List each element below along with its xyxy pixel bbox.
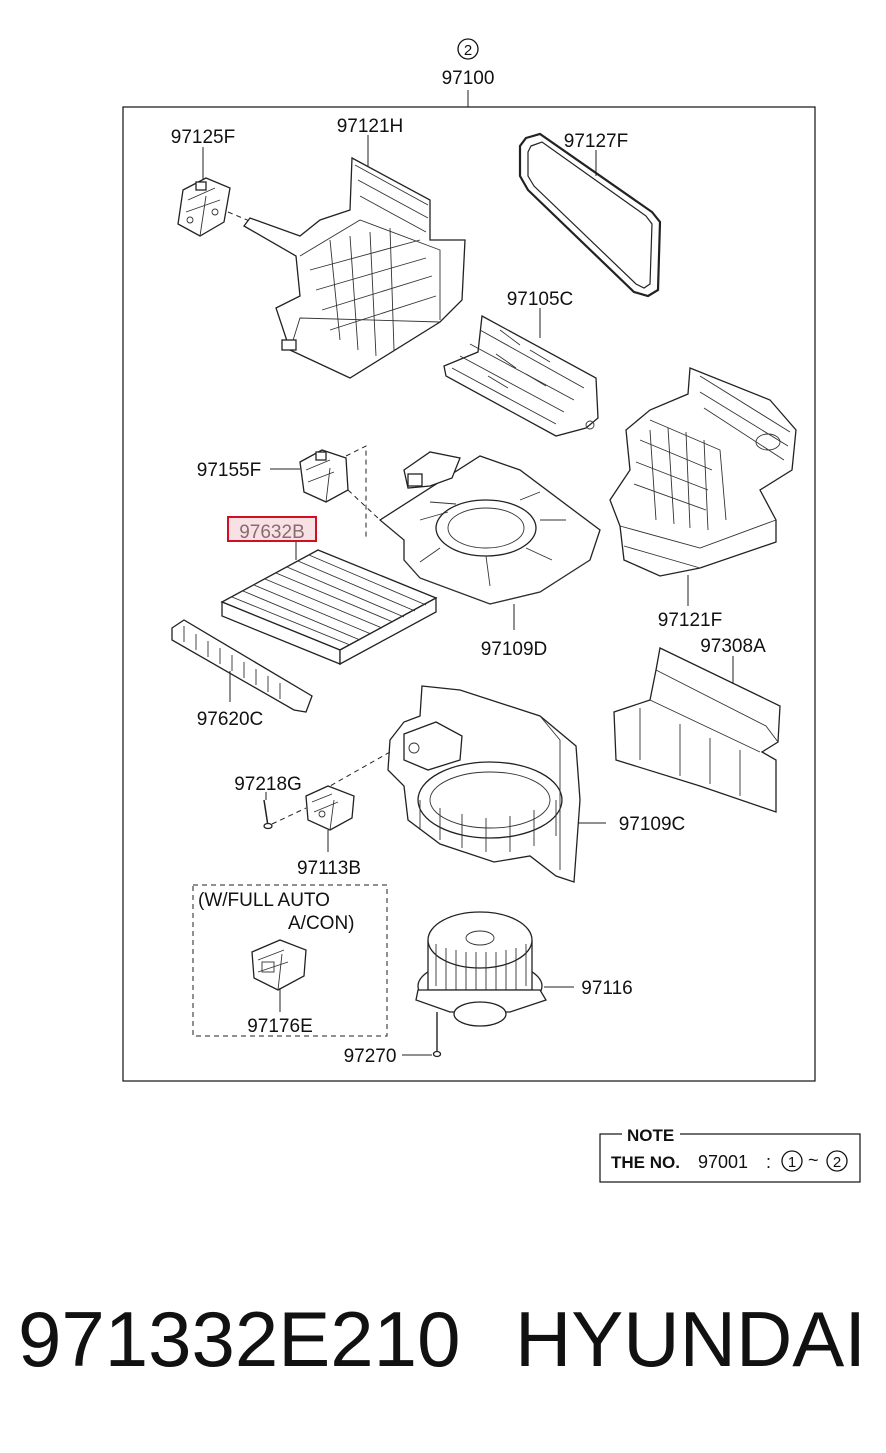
cabin-filter-97632B[interactable]	[220, 549, 438, 666]
label-97125F: 97125F	[171, 127, 235, 148]
note-box	[599, 1133, 861, 1183]
blower-case-upper-97109D[interactable]	[378, 451, 601, 605]
note-tilde: ~	[808, 1150, 819, 1170]
label-97127F: 97127F	[564, 131, 628, 152]
label-97109D: 97109D	[481, 639, 548, 660]
screw-97270[interactable]	[432, 1012, 442, 1058]
seal-97127F[interactable]	[518, 132, 662, 298]
assembly-frame	[122, 106, 816, 1082]
label-97116: 97116	[581, 978, 632, 999]
label-97620C: 97620C	[197, 709, 264, 730]
actuator-97125F[interactable]	[177, 177, 231, 237]
label-97121F: 97121F	[658, 610, 722, 631]
label-97218G: 97218G	[234, 774, 302, 795]
note-range-start: 1	[788, 1154, 796, 1171]
footer-part-number: 971332E210	[18, 1295, 460, 1383]
screw-97218G[interactable]	[263, 799, 273, 830]
note-circle-start	[781, 1150, 803, 1172]
option-box-line2: A/CON)	[288, 913, 355, 934]
actuator-97155F[interactable]	[299, 449, 349, 503]
label-97113B: 97113B	[297, 858, 361, 879]
duct-97308A[interactable]	[613, 647, 781, 813]
label-97176E: 97176E	[247, 1016, 313, 1037]
cover-97105C[interactable]	[443, 314, 599, 437]
note-separator: :	[766, 1152, 771, 1172]
label-97109C: 97109C	[619, 814, 686, 835]
label-97105C: 97105C	[507, 289, 574, 310]
note-number: 97001	[698, 1152, 748, 1172]
assembly-circle-number: 2	[464, 42, 472, 59]
highlight-97632B	[227, 516, 317, 542]
label-97121H: 97121H	[337, 116, 404, 137]
blower-motor-97116[interactable]	[415, 911, 547, 1027]
label-97632B[interactable]: 97632B	[239, 522, 305, 543]
filter-cover-97620C[interactable]	[171, 619, 313, 713]
footer-brand: HYUNDAI	[515, 1295, 866, 1383]
option-box-line1: (W/FULL AUTO	[198, 890, 330, 911]
label-97308A: 97308A	[700, 636, 766, 657]
note-range-end: 2	[833, 1154, 841, 1171]
label-97270: 97270	[344, 1046, 397, 1067]
resistor-97113B[interactable]	[305, 785, 355, 831]
note-prefix: THE NO.	[611, 1153, 680, 1172]
upper-case-97121H[interactable]	[243, 156, 466, 379]
lower-case-97121F[interactable]	[609, 367, 797, 577]
label-97155F: 97155F	[197, 460, 261, 481]
assembly-circle-mark	[457, 38, 479, 60]
option-box-full-auto-acon	[192, 884, 388, 1037]
resistor-97176E[interactable]	[251, 939, 307, 991]
assembly-part-number: 97100	[442, 68, 495, 89]
note-title: NOTE	[627, 1126, 674, 1145]
note-circle-end	[826, 1150, 848, 1172]
blower-case-lower-97109C[interactable]	[387, 685, 581, 883]
